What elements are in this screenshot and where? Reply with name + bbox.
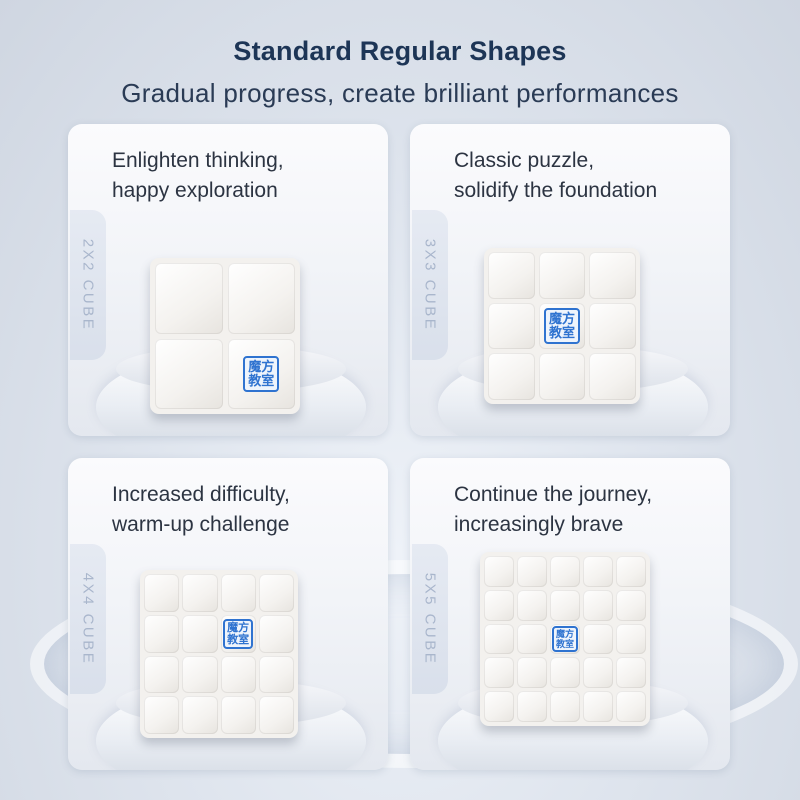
card-4x4-cube: Increased difficulty, warm-up challenge … bbox=[68, 458, 388, 770]
cube-logo: 魔方教室 bbox=[243, 355, 280, 392]
cube-tile bbox=[220, 696, 256, 734]
cube-tile bbox=[583, 589, 613, 621]
cube-tile bbox=[484, 589, 514, 621]
cube-tile bbox=[616, 657, 646, 689]
cube-tile bbox=[258, 696, 294, 734]
cube-tile bbox=[583, 691, 613, 722]
cube-size-label-text: 2X2 CUBE bbox=[79, 238, 97, 332]
cube-tile bbox=[488, 252, 535, 299]
cube-tile bbox=[155, 338, 223, 409]
caption-line-1: Increased difficulty, bbox=[112, 483, 290, 506]
cube-tile bbox=[616, 691, 646, 722]
caption-line-1: Enlighten thinking, bbox=[112, 149, 284, 172]
caption-line-2: happy exploration bbox=[112, 179, 278, 202]
cube-4x4-image: 魔方教室 bbox=[140, 566, 314, 738]
cube-3x3-image: 魔方教室 bbox=[484, 244, 656, 404]
page-subtitle: Gradual progress, create brilliant perfo… bbox=[121, 78, 679, 108]
cube-size-label: 4X4 CUBE bbox=[70, 544, 106, 694]
cube-size-label: 5X5 CUBE bbox=[412, 544, 448, 694]
cube-tile: 魔方教室 bbox=[538, 302, 586, 350]
cube-size-label: 2X2 CUBE bbox=[70, 210, 106, 360]
cube-tile bbox=[484, 691, 514, 722]
cube-tile: 魔方教室 bbox=[220, 614, 256, 653]
card-5x5-cube: Continue the journey, increasingly brave… bbox=[410, 458, 730, 770]
caption-line-2: increasingly brave bbox=[454, 513, 624, 536]
cube-tile bbox=[616, 589, 646, 621]
cube-logo: 魔方教室 bbox=[552, 625, 578, 652]
caption-line-2: warm-up challenge bbox=[112, 513, 290, 536]
cube-tile bbox=[220, 655, 256, 694]
card-caption: Classic puzzle, solidify the foundation bbox=[454, 146, 724, 206]
cube-tile bbox=[488, 353, 535, 400]
caption-line-2: solidify the foundation bbox=[454, 179, 658, 202]
cube-tile bbox=[182, 655, 218, 694]
cube-tile bbox=[144, 696, 180, 734]
cube-tile bbox=[589, 302, 636, 350]
cube-tile bbox=[589, 252, 636, 299]
card-2x2-cube: Enlighten thinking, happy exploration 2X… bbox=[68, 124, 388, 436]
cube-tile bbox=[484, 657, 514, 689]
cube-size-label-text: 3X3 CUBE bbox=[421, 238, 439, 332]
cube-tile bbox=[227, 263, 295, 334]
cube-tile bbox=[155, 263, 223, 334]
cube-tile bbox=[583, 657, 613, 689]
cube-tile bbox=[517, 691, 547, 722]
cube-tile bbox=[550, 657, 580, 689]
cube-tile bbox=[182, 696, 218, 734]
cube-tile bbox=[182, 574, 218, 612]
cube-tile bbox=[182, 614, 218, 653]
page-title: Standard Regular Shapes bbox=[233, 36, 567, 66]
caption-line-1: Continue the journey, bbox=[454, 483, 653, 506]
card-3x3-cube: Classic puzzle, solidify the foundation … bbox=[410, 124, 730, 436]
cube-tile bbox=[484, 556, 514, 587]
caption-line-1: Classic puzzle, bbox=[454, 149, 595, 172]
cube-size-label-text: 5X5 CUBE bbox=[421, 572, 439, 666]
cube-tile: 魔方教室 bbox=[227, 338, 295, 409]
cube-tile bbox=[616, 623, 646, 655]
cube-logo: 魔方教室 bbox=[543, 307, 580, 344]
cube-tile bbox=[144, 614, 180, 653]
cube-tile bbox=[538, 353, 586, 400]
cube-tile bbox=[144, 655, 180, 694]
cube-tile bbox=[550, 589, 580, 621]
cube-tile bbox=[589, 353, 636, 400]
cube-logo: 魔方教室 bbox=[223, 618, 254, 649]
cube-tile bbox=[550, 691, 580, 722]
cube-tile bbox=[616, 556, 646, 587]
card-caption: Enlighten thinking, happy exploration bbox=[112, 146, 382, 206]
cube-size-label-text: 4X4 CUBE bbox=[79, 572, 97, 666]
cube-tile bbox=[258, 614, 294, 653]
cube-tile bbox=[517, 556, 547, 587]
cube-tile: 魔方教室 bbox=[550, 623, 580, 655]
cube-tile bbox=[488, 302, 535, 350]
cube-tile bbox=[538, 252, 586, 299]
cube-tile bbox=[583, 623, 613, 655]
cube-tile bbox=[484, 623, 514, 655]
cube-tile bbox=[517, 623, 547, 655]
cube-size-label: 3X3 CUBE bbox=[412, 210, 448, 360]
cube-5x5-image: 魔方教室 bbox=[480, 548, 666, 726]
cube-tile bbox=[144, 574, 180, 612]
cube-tile bbox=[258, 574, 294, 612]
cube-tile bbox=[583, 556, 613, 587]
cube-tile bbox=[220, 574, 256, 612]
cube-tile bbox=[550, 556, 580, 587]
cube-tile bbox=[258, 655, 294, 694]
cube-tile bbox=[517, 589, 547, 621]
card-caption: Continue the journey, increasingly brave bbox=[454, 480, 724, 540]
cube-tile bbox=[517, 657, 547, 689]
card-caption: Increased difficulty, warm-up challenge bbox=[112, 480, 382, 540]
cube-2x2-image: 魔方教室 bbox=[150, 254, 316, 414]
